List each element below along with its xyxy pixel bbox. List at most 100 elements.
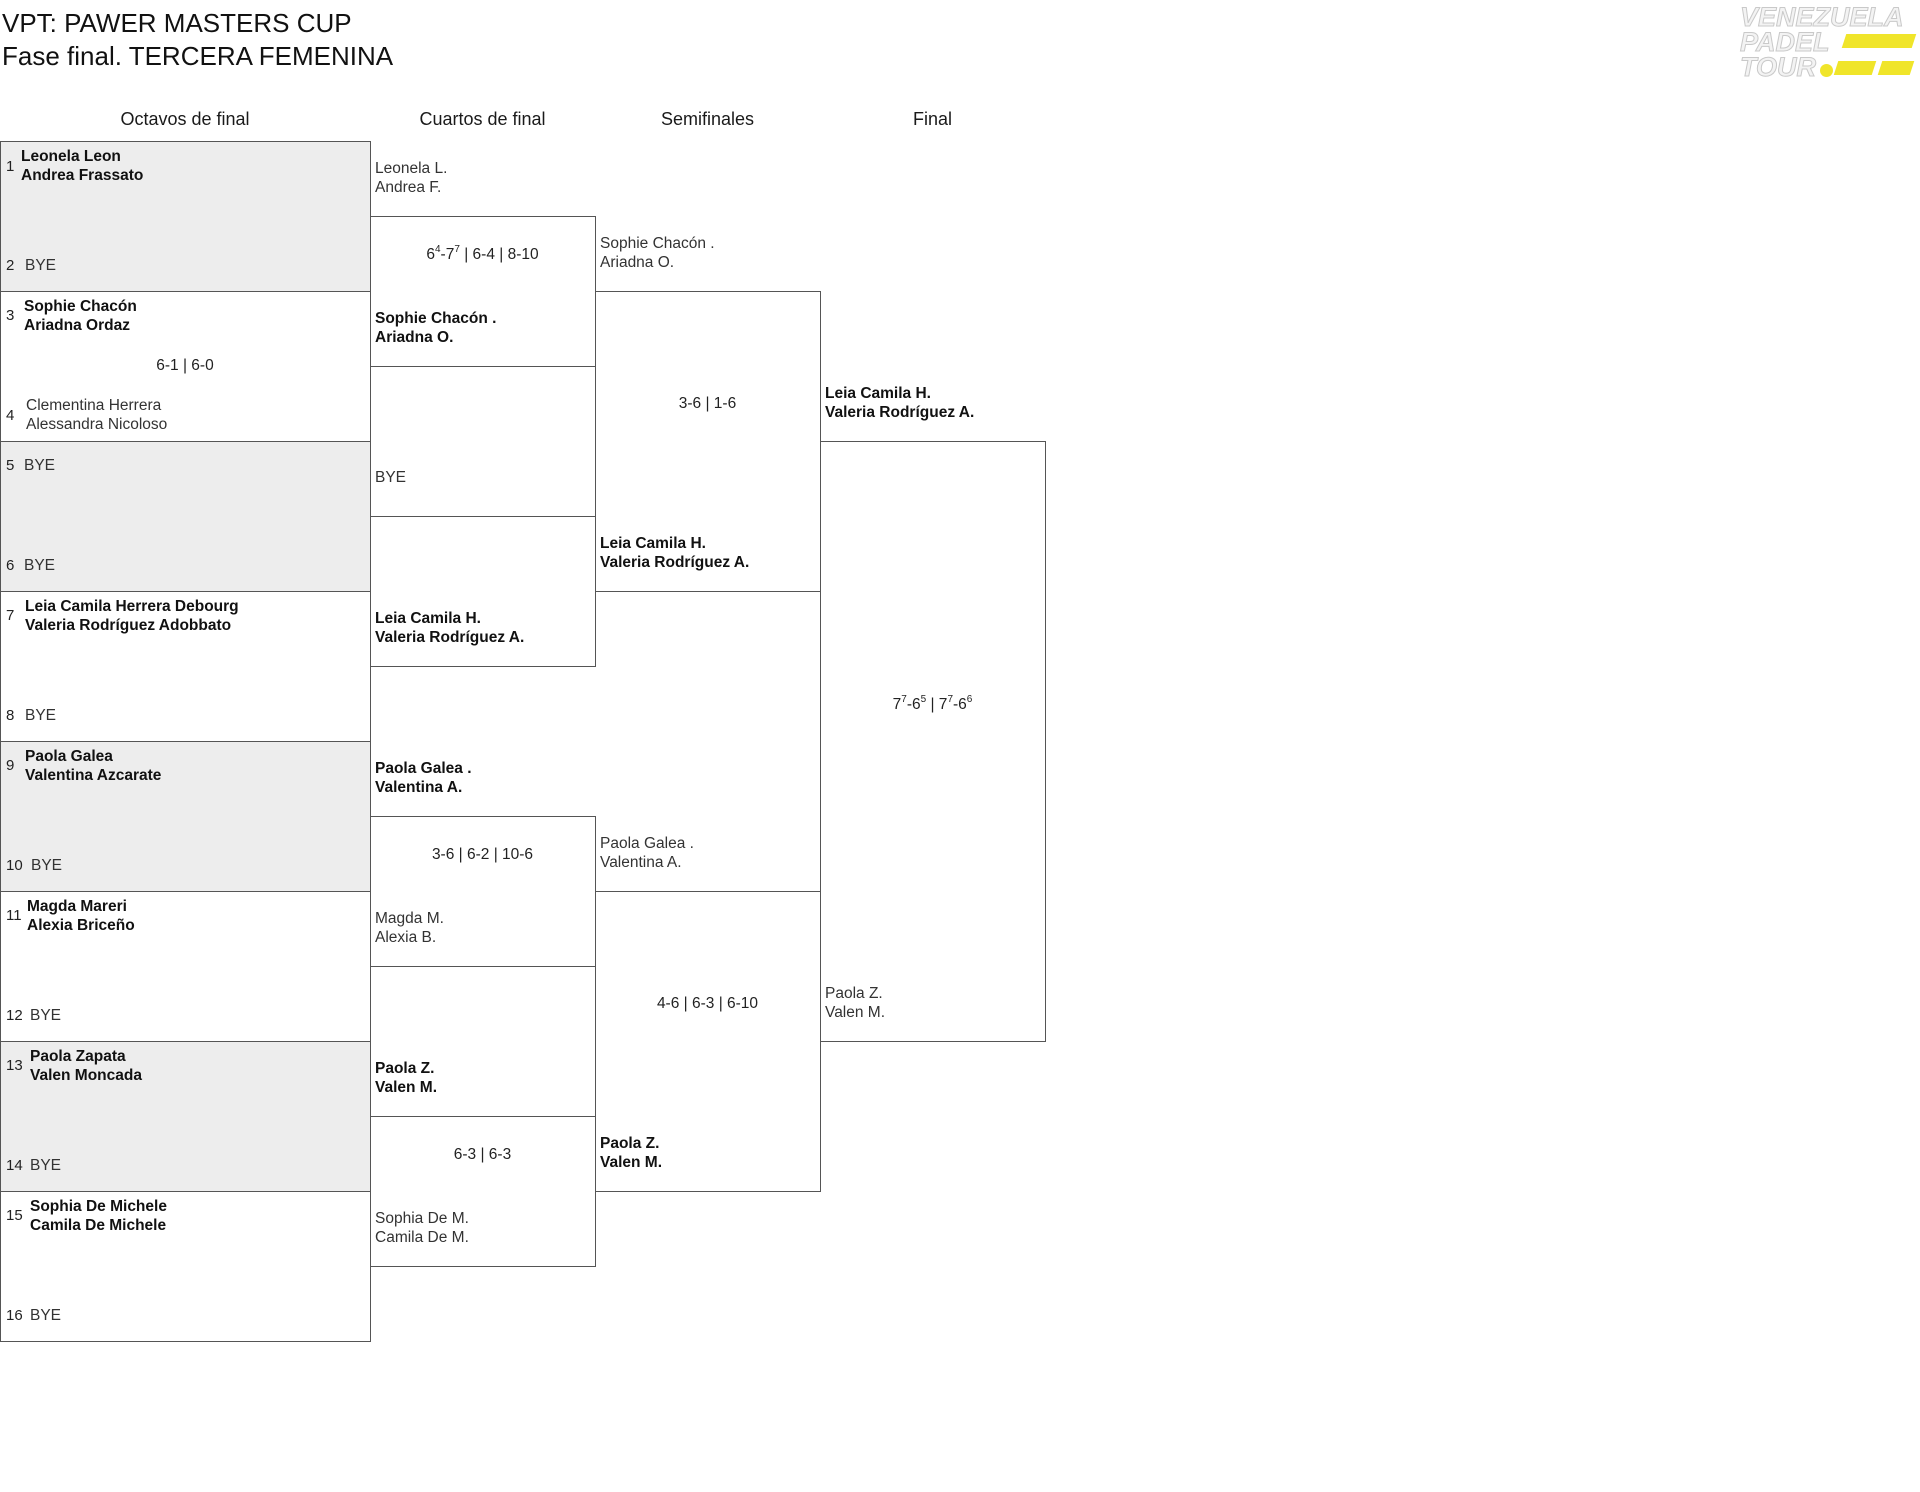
r16-match-box (0, 441, 371, 592)
player-name: Paola Z. (825, 985, 883, 1002)
player-name: Leia Camila H. (825, 385, 931, 402)
player-name: Alessandra Nicoloso (26, 416, 168, 433)
bye-label: BYE (31, 857, 63, 874)
sf-entry: Paola Galea . Valentina A. (600, 834, 694, 872)
r16-entry-bye: BYE (31, 856, 62, 875)
player-name: Paola Galea . (375, 760, 472, 777)
score-part: 6 (426, 246, 435, 263)
score-part: 7 (892, 696, 902, 713)
logo-bar-left (1833, 61, 1877, 75)
tiebreak-score: 7 (901, 693, 907, 705)
r16-entry-bye: BYE (30, 1006, 61, 1025)
seed-number: 9 (6, 757, 15, 774)
player-name: Paola Zapata (30, 1048, 126, 1065)
player-name: Leonela L. (375, 160, 448, 177)
player-name: Andrea F. (375, 179, 442, 196)
seed-number: 10 (6, 857, 23, 874)
player-name: Valentina A. (375, 779, 463, 796)
r16-entry: Paola Zapata Valen Moncada (30, 1047, 142, 1085)
bye-label: BYE (25, 707, 57, 724)
player-name: Ariadna Ordaz (24, 317, 130, 334)
player-name: Valen M. (600, 1154, 663, 1171)
r16-entry: Magda Mareri Alexia Briceño (27, 897, 135, 935)
final-match-score: 77-65 | 77-66 (820, 693, 1045, 714)
qf-entry: Leia Camila H. Valeria Rodríguez A. (375, 609, 524, 647)
logo-bar-right (1877, 61, 1915, 75)
sf-entry: Leia Camila H. Valeria Rodríguez A. (600, 534, 749, 572)
bye-label: BYE (24, 557, 56, 574)
player-name: Sophie Chacón (24, 298, 137, 315)
player-name: Sophia De Michele (30, 1198, 167, 1215)
seed-number: 6 (6, 557, 15, 574)
score-part: | 7 (926, 696, 948, 713)
player-name: Magda Mareri (27, 898, 127, 915)
logo-bar-top (1841, 34, 1917, 48)
r16-entry-bye: BYE (25, 256, 56, 275)
logo-text-line2: PADEL (1740, 27, 1831, 57)
round-header-semifinales: Semifinales (660, 109, 755, 129)
player-name: Sophia De M. (375, 1210, 469, 1227)
seed-number: 8 (6, 707, 15, 724)
player-name: Clementina Herrera (26, 397, 162, 414)
seed-number: 13 (6, 1057, 23, 1074)
seed-number: 16 (6, 1307, 23, 1324)
seed-number: 11 (6, 907, 22, 924)
player-name: Valeria Rodríguez A. (375, 629, 525, 646)
r16-entry-bye: BYE (25, 706, 56, 725)
r16-entry: Sophia De Michele Camila De Michele (30, 1197, 167, 1235)
qf-match-score: 3-6 | 6-2 | 10-6 (431, 846, 534, 863)
player-name: Alexia B. (375, 929, 437, 946)
player-name: Valen M. (825, 1004, 886, 1021)
page-subtitle: Fase final. TERCERA FEMENINA (2, 41, 394, 71)
round-header-octavos: Octavos de final (120, 109, 250, 129)
player-name: Valeria Rodríguez A. (600, 554, 750, 571)
score-part: -6 (953, 696, 967, 713)
tiebreak-score: 6 (966, 693, 973, 705)
player-name: Sophie Chacón . (375, 310, 497, 327)
r16-match-box (0, 1041, 371, 1192)
page-title: VPT: PAWER MASTERS CUP (2, 8, 352, 38)
r16-entry-bye: BYE (30, 1156, 61, 1175)
seed-number: 14 (6, 1157, 23, 1174)
player-name: Paola Galea (25, 748, 113, 765)
seed-number: 3 (6, 307, 15, 324)
qf-entry: Paola Galea . Valentina A. (375, 759, 472, 797)
r16-match-score: 6-1 | 6-0 (156, 357, 214, 374)
qf-match-score: 6-3 | 6-3 (453, 1146, 512, 1163)
seed-number: 15 (6, 1207, 23, 1224)
bye-label: BYE (30, 1007, 62, 1024)
tiebreak-score: 5 (920, 693, 927, 705)
r16-entry-bye: BYE (24, 556, 55, 575)
player-name: Paola Galea . (600, 835, 694, 852)
sf-match-score: 3-6 | 1-6 (678, 395, 737, 412)
seed-number: 1 (6, 158, 15, 175)
player-name: Camila De Michele (30, 1217, 167, 1234)
r16-entry-bye: BYE (24, 456, 55, 475)
qf-match-score: 64-77 | 6-4 | 8-10 (370, 244, 595, 264)
round-header-final: Final (912, 109, 952, 129)
player-name: Valeria Rodríguez Adobbato (25, 617, 232, 634)
qf-entry: Paola Z. Valen M. (375, 1059, 437, 1097)
seed-number: 2 (6, 257, 15, 274)
round-header-cuartos: Cuartos de final (419, 109, 546, 129)
logo-text-line1: VENEZUELA (1740, 2, 1905, 32)
seed-number: 5 (6, 457, 15, 474)
logo-text-line3: TOUR (1739, 52, 1817, 82)
player-name: Andrea Frassato (21, 167, 144, 184)
r16-match-box (0, 741, 371, 892)
venezuela-padel-tour-logo: VENEZUELA PADEL TOUR (1739, 2, 1918, 82)
player-name: Valen M. (375, 1079, 438, 1096)
bye-label: BYE (30, 1157, 62, 1174)
qf-entry: Magda M. Alexia B. (375, 909, 444, 947)
seed-number: 12 (6, 1007, 23, 1024)
r16-entry: Sophie Chacón Ariadna Ordaz (24, 297, 137, 335)
final-connector (820, 441, 1046, 1042)
bye-label: BYE (24, 457, 56, 474)
seed-number: 7 (6, 607, 15, 624)
player-name: Valen Moncada (30, 1067, 142, 1084)
score-part: -6 (906, 696, 921, 713)
player-name: Ariadna O. (375, 329, 454, 346)
player-name: Valeria Rodríguez A. (825, 404, 975, 421)
tiebreak-score: 7 (947, 693, 953, 705)
player-name: Paola Z. (600, 1135, 660, 1152)
